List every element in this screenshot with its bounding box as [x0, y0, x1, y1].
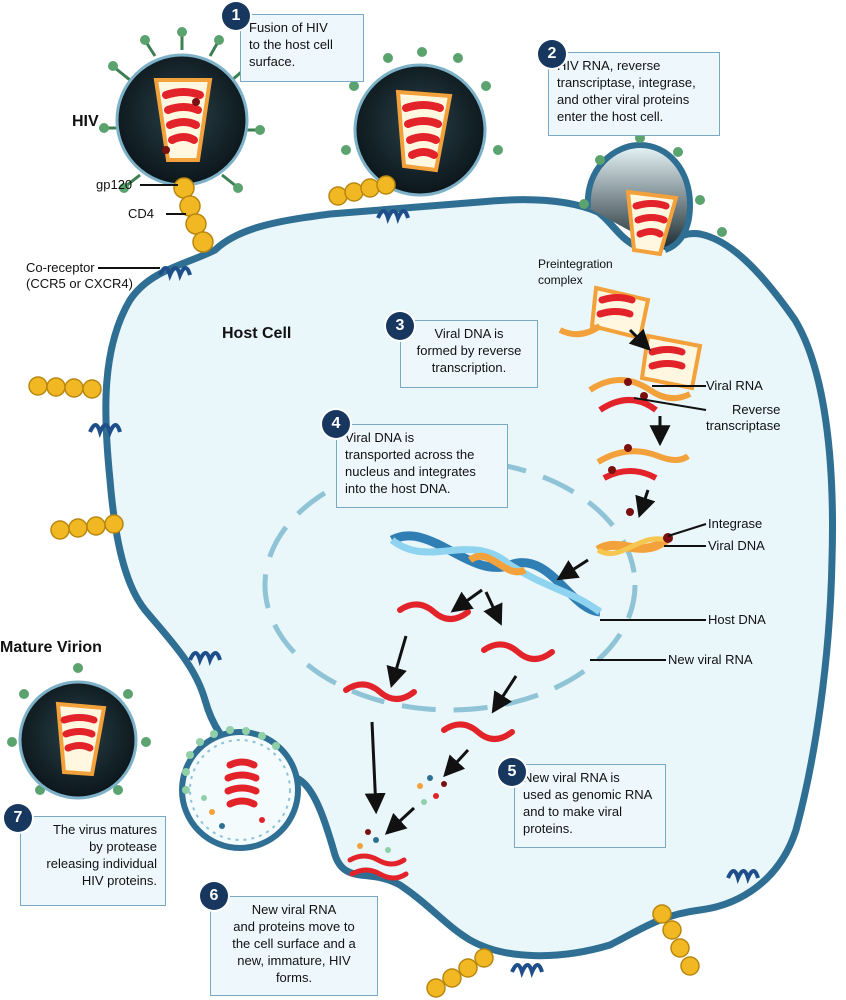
gp120-label: gp120	[96, 177, 133, 192]
viral-dna-label: Viral DNA	[708, 538, 765, 553]
step-1-badge: 1	[222, 2, 250, 30]
step-1-box: Fusion of HIV to the host cell surface.	[240, 14, 364, 82]
membrane-cd4-left-2	[50, 514, 124, 540]
step-3-box: Viral DNA is formed by reverse transcrip…	[400, 320, 538, 388]
cd4-receptor-chain	[173, 177, 214, 253]
hiv-virion-entering	[579, 133, 727, 257]
membrane-cd4-bottom-2	[652, 904, 700, 976]
step-7-badge: 7	[4, 804, 32, 832]
cd4-label: CD4	[128, 206, 155, 221]
coreceptor-coil	[158, 266, 192, 281]
new-viral-rna-label: New viral RNA	[668, 652, 753, 667]
membrane-coreceptors	[88, 423, 760, 978]
viral-proteins-cluster	[417, 775, 447, 805]
assembly-site	[347, 829, 409, 881]
step-3-badge: 3	[386, 312, 414, 340]
viral-dna-forming	[596, 444, 690, 516]
step-4-badge: 4	[322, 410, 350, 438]
budding-virion	[179, 726, 301, 851]
viral-rna-label: Viral RNA	[706, 378, 763, 393]
hiv-virion-attaching	[99, 27, 265, 193]
new-viral-rna-strands	[343, 601, 555, 742]
hiv-label: HIV	[72, 113, 99, 130]
preintegration-label: Preintegration complex	[538, 257, 613, 287]
membrane-cd4-left-1	[28, 376, 102, 399]
host-cell-label: Host Cell	[222, 325, 292, 342]
step-5-badge: 5	[498, 758, 526, 786]
host-dna-label: Host DNA	[708, 612, 766, 627]
step-5-box: New viral RNA is used as genomic RNA and…	[514, 764, 666, 848]
coreceptor-coil-fusion	[376, 209, 410, 224]
mature-virion-label: Mature Virion	[0, 639, 102, 656]
hiv-virion-fusing	[341, 47, 503, 197]
process-arrows	[364, 328, 671, 835]
step-4-box: Viral DNA is transported across the nucl…	[336, 424, 508, 508]
host-dna-helix	[389, 531, 603, 617]
viral-dna-integrase	[595, 533, 673, 557]
step-6-badge: 6	[200, 882, 228, 910]
leader-lines	[98, 184, 707, 661]
integrase-label: Integrase	[708, 516, 763, 531]
step-2-box: HIV RNA, reverse transcriptase, integras…	[548, 52, 720, 136]
step-7-box: The virus matures by protease releasing …	[20, 816, 166, 906]
step-6-box: New viral RNA and proteins move to the c…	[210, 896, 378, 996]
mature-virion	[7, 663, 151, 800]
step-2-badge: 2	[538, 40, 566, 68]
coreceptor-label: Co-receptor (CCR5 or CXCR4)	[26, 260, 133, 291]
reverse-transcriptase-label: Reverse transcriptase	[706, 402, 781, 433]
membrane-cd4-bottom-1	[426, 948, 494, 998]
reverse-transcription-complex	[588, 333, 703, 413]
cd4-chain-fusion	[328, 175, 396, 206]
